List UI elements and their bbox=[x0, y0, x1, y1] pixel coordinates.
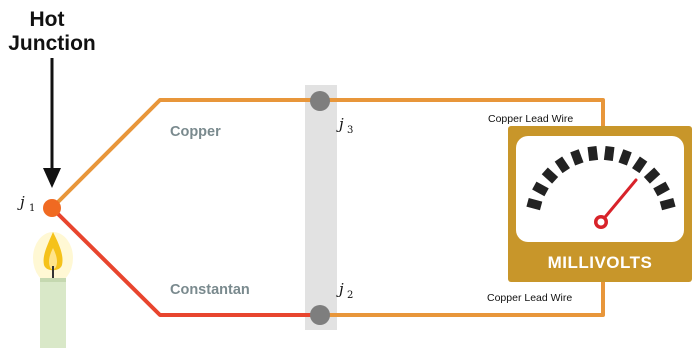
junction-j3-label: j 3 bbox=[336, 115, 353, 136]
junction-j3-terminal bbox=[310, 91, 330, 111]
junction-j1-dot bbox=[43, 199, 61, 217]
junction-j2-label: j 2 bbox=[336, 280, 353, 301]
hot-junction-label-line1: Hot bbox=[30, 8, 65, 31]
copper-lead-wire-bottom bbox=[320, 280, 605, 317]
hot-junction-label-line2: Junction bbox=[8, 32, 96, 55]
copper-wire bbox=[50, 98, 605, 210]
copper-lead-wire-label-top: Copper Lead Wire bbox=[488, 113, 573, 125]
meter-tick bbox=[618, 149, 632, 166]
j2-letter: j bbox=[336, 280, 344, 298]
meter-tick bbox=[541, 167, 559, 184]
meter-tick bbox=[532, 181, 549, 197]
j3-letter: j bbox=[336, 115, 344, 133]
junction-j1-label: j 1 bbox=[17, 193, 35, 214]
constantan-wire-label: Constantan bbox=[170, 282, 250, 298]
meter-tick bbox=[554, 156, 570, 174]
meter-tick bbox=[653, 181, 670, 197]
junction-j2-terminal bbox=[310, 305, 330, 325]
meter-tick bbox=[659, 197, 676, 211]
millivolt-meter: MILLIVOLTS bbox=[508, 126, 692, 282]
meter-tick bbox=[587, 146, 599, 161]
millivolts-label: MILLIVOLTS bbox=[548, 253, 653, 272]
meter-needle bbox=[599, 178, 638, 224]
meter-tick bbox=[526, 197, 543, 211]
meter-scale-ticks bbox=[526, 146, 676, 211]
down-arrow-icon bbox=[43, 58, 61, 188]
copper-wire-label: Copper bbox=[170, 124, 221, 140]
j2-subscript: 2 bbox=[347, 290, 353, 301]
meter-tick bbox=[643, 167, 661, 184]
meter-pivot-center bbox=[597, 218, 605, 226]
copper-lead-wire-label-bottom: Copper Lead Wire bbox=[487, 292, 572, 304]
reference-block bbox=[305, 85, 337, 330]
meter-tick bbox=[603, 146, 615, 161]
constantan-wire bbox=[50, 206, 320, 317]
j1-subscript: 1 bbox=[29, 203, 35, 214]
j3-subscript: 3 bbox=[347, 125, 353, 136]
meter-tick bbox=[632, 156, 648, 174]
j1-letter: j bbox=[17, 193, 25, 211]
candle-icon bbox=[33, 232, 73, 348]
meter-tick bbox=[570, 149, 584, 166]
